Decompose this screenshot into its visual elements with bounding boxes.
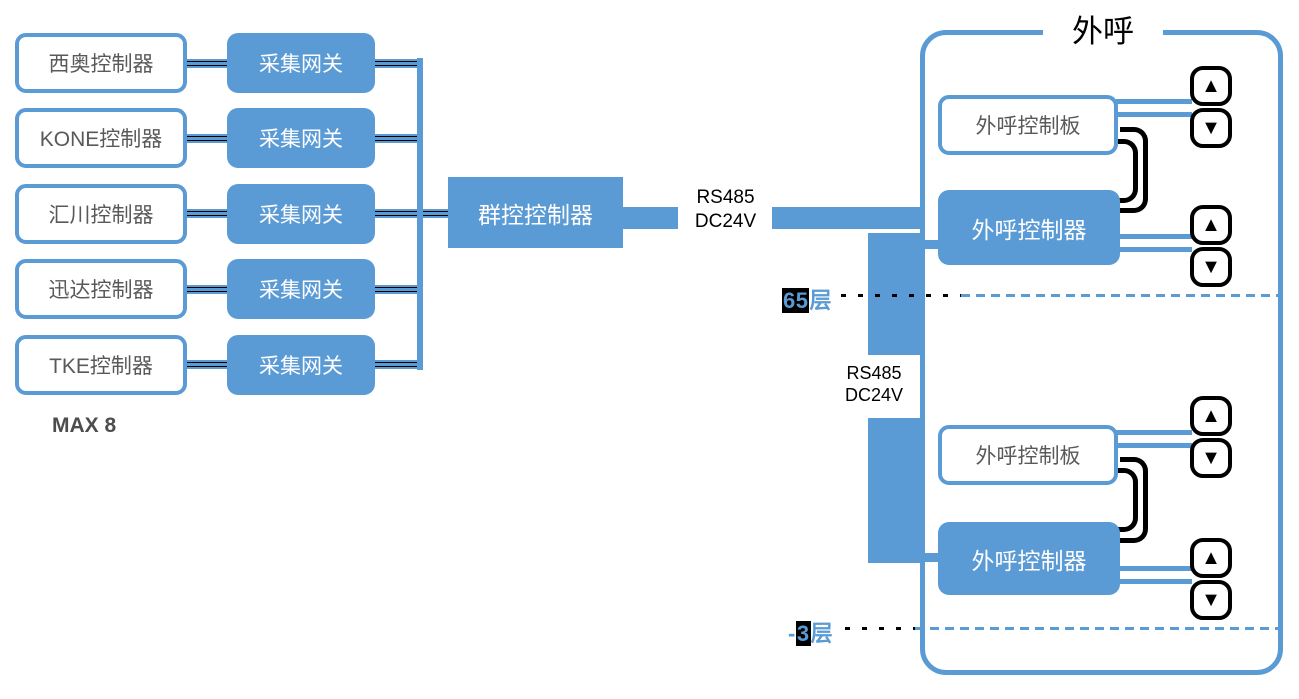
connector-line bbox=[375, 59, 419, 68]
max-capacity-label: MAX 8 bbox=[52, 414, 117, 437]
riser-to-controller-stub-top bbox=[920, 240, 938, 249]
floor-dashed-line bbox=[961, 294, 1281, 297]
call-down-button: ▼ bbox=[1190, 580, 1232, 620]
controller-label: 汇川控制器 bbox=[48, 204, 154, 227]
floor-unit: 层 bbox=[810, 621, 834, 646]
down-arrow-icon: ▼ bbox=[1201, 589, 1221, 611]
call-controller-box-bottom: 外呼控制器 bbox=[938, 522, 1120, 595]
group-controller-label: 群控控制器 bbox=[478, 201, 593, 228]
board-controller-bracket-inner bbox=[1117, 468, 1138, 532]
call-controller-box-top: 外呼控制器 bbox=[938, 190, 1120, 265]
floor-number: 65 bbox=[782, 288, 810, 313]
connector-line bbox=[187, 285, 227, 294]
controller-to-buttons-line bbox=[1118, 579, 1192, 584]
floor-dashed-line-dots bbox=[845, 627, 915, 630]
call-board-box-bottom: 外呼控制板 bbox=[938, 425, 1118, 485]
gateway-box: 采集网关 bbox=[227, 108, 375, 168]
gateway-box: 采集网关 bbox=[227, 259, 375, 319]
riser-bus-label: RS485 DC24V bbox=[820, 362, 928, 406]
connector-line bbox=[187, 360, 227, 369]
rs485-link-label: RS485 DC24V bbox=[678, 186, 773, 234]
connector-line-to-group-controller bbox=[375, 209, 448, 218]
controller-to-buttons-line bbox=[1118, 566, 1192, 571]
rs485-link-label-line2: DC24V bbox=[694, 211, 757, 232]
hall-call-title: 外呼 bbox=[1043, 6, 1163, 51]
call-up-button: ▲ bbox=[1190, 396, 1232, 436]
floor-sign: - bbox=[788, 621, 796, 646]
rs485-bar-right bbox=[772, 207, 920, 229]
gateway-box: 采集网关 bbox=[227, 33, 375, 93]
controller-label: TKE控制器 bbox=[49, 355, 153, 378]
board-to-buttons-line bbox=[1116, 443, 1192, 448]
call-up-button: ▲ bbox=[1190, 538, 1232, 578]
connector-line bbox=[187, 134, 227, 143]
connector-line bbox=[375, 134, 419, 143]
call-down-button: ▼ bbox=[1190, 438, 1232, 478]
board-to-buttons-line bbox=[1116, 99, 1192, 104]
controller-box-tke: TKE控制器 bbox=[15, 335, 187, 395]
controller-label: 西奥控制器 bbox=[48, 53, 154, 76]
floor-label-65: 65层 bbox=[782, 283, 832, 315]
floor-number: 3 bbox=[795, 621, 811, 646]
gateway-box: 采集网关 bbox=[227, 184, 375, 244]
riser-bus-label-line2: DC24V bbox=[844, 385, 904, 405]
floor-dashed-line bbox=[915, 627, 1281, 630]
call-controller-label: 外呼控制器 bbox=[971, 547, 1087, 574]
down-arrow-icon: ▼ bbox=[1201, 117, 1221, 139]
group-controller-box: 群控控制器 bbox=[448, 177, 623, 248]
board-controller-bracket-outer bbox=[1120, 457, 1148, 543]
connector-line bbox=[375, 285, 419, 294]
call-controller-label: 外呼控制器 bbox=[971, 216, 1087, 243]
connector-line bbox=[187, 59, 227, 68]
gateway-label: 采集网关 bbox=[259, 53, 343, 76]
floor-unit: 层 bbox=[809, 288, 832, 313]
riser-bus-lower bbox=[868, 418, 920, 563]
gateway-label: 采集网关 bbox=[259, 355, 343, 378]
gateway-box: 采集网关 bbox=[227, 335, 375, 395]
riser-bus-label-line1: RS485 bbox=[846, 363, 902, 383]
up-arrow-icon: ▲ bbox=[1201, 214, 1221, 236]
connector-line bbox=[187, 209, 227, 218]
board-to-buttons-line bbox=[1116, 430, 1192, 435]
gateway-label: 采集网关 bbox=[259, 279, 343, 302]
gateway-bus-line bbox=[417, 58, 423, 370]
rs485-bar-left bbox=[623, 207, 678, 229]
controller-label: KONE控制器 bbox=[39, 128, 163, 151]
board-to-buttons-line bbox=[1116, 112, 1192, 117]
controller-box-xiao: 西奥控制器 bbox=[15, 33, 187, 93]
controller-box-kone: KONE控制器 bbox=[15, 108, 187, 168]
gateway-label: 采集网关 bbox=[259, 128, 343, 151]
connector-line bbox=[375, 360, 419, 369]
call-board-box-top: 外呼控制板 bbox=[938, 95, 1118, 155]
controller-to-buttons-line bbox=[1118, 247, 1192, 252]
floor-dashed-line-dots bbox=[841, 294, 961, 297]
up-arrow-icon: ▲ bbox=[1201, 547, 1221, 569]
up-arrow-icon: ▲ bbox=[1201, 75, 1221, 97]
board-controller-bracket-outer bbox=[1120, 127, 1148, 213]
rs485-link-label-line1: RS485 bbox=[696, 187, 755, 208]
controller-to-buttons-line bbox=[1118, 234, 1192, 239]
board-controller-bracket-inner bbox=[1117, 139, 1138, 203]
call-board-label: 外呼控制板 bbox=[975, 115, 1081, 138]
gateway-label: 采集网关 bbox=[259, 204, 343, 227]
down-arrow-icon: ▼ bbox=[1201, 256, 1221, 278]
call-down-button: ▼ bbox=[1190, 247, 1232, 287]
controller-box-xunda: 迅达控制器 bbox=[15, 259, 187, 319]
controller-box-huichuan: 汇川控制器 bbox=[15, 184, 187, 244]
call-down-button: ▼ bbox=[1190, 108, 1232, 148]
call-up-button: ▲ bbox=[1190, 66, 1232, 106]
riser-to-controller-stub-bottom bbox=[920, 553, 938, 562]
down-arrow-icon: ▼ bbox=[1201, 447, 1221, 469]
floor-label-minus3: -3层 bbox=[788, 616, 833, 648]
controller-label: 迅达控制器 bbox=[48, 279, 154, 302]
up-arrow-icon: ▲ bbox=[1201, 405, 1221, 427]
call-board-label: 外呼控制板 bbox=[975, 445, 1081, 468]
call-up-button: ▲ bbox=[1190, 205, 1232, 245]
